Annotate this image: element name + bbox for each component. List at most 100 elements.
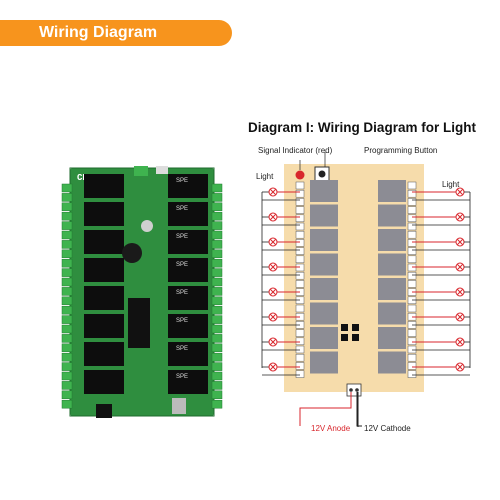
relay	[168, 258, 208, 282]
terminal-screw	[211, 277, 223, 287]
diagram-terminal	[295, 345, 305, 354]
diagram-terminal	[295, 304, 305, 313]
diagram-terminal	[407, 345, 417, 354]
terminal-screw	[211, 324, 223, 334]
terminal-screw	[211, 352, 223, 362]
terminal-screw	[61, 343, 73, 353]
terminal-screw	[61, 193, 73, 202]
relay	[84, 202, 124, 226]
terminal-screw	[211, 183, 223, 193]
diagram-relay	[310, 204, 338, 227]
terminal-screw	[61, 399, 73, 409]
signal-indicator-led	[295, 170, 305, 180]
terminal-screw	[211, 230, 223, 240]
terminal-screw	[211, 211, 223, 221]
terminal-screw	[61, 390, 73, 400]
terminal-screw	[61, 324, 73, 334]
relay-brand-label: SPE	[176, 290, 188, 296]
diagram-terminal	[295, 255, 305, 264]
terminal-screw	[61, 296, 73, 306]
diagram-terminal	[295, 230, 305, 239]
right-light-label: Light	[442, 180, 460, 189]
terminal-screw	[211, 371, 223, 381]
terminal-screw	[61, 221, 73, 230]
relay	[168, 342, 208, 366]
diagram-terminal	[407, 198, 417, 206]
relay	[168, 230, 208, 254]
relay	[84, 342, 124, 366]
terminal-screw	[61, 211, 73, 221]
left-light-label: Light	[256, 172, 274, 181]
terminal-screw	[61, 202, 73, 212]
relay	[168, 202, 208, 226]
terminal-screw	[61, 305, 73, 315]
terminal-screw	[211, 305, 223, 315]
diagram-relay	[310, 327, 338, 349]
terminal-screw	[211, 258, 223, 268]
terminal-screw	[211, 296, 223, 306]
terminal-screw	[211, 202, 223, 212]
relay-brand-label: SPE	[176, 206, 188, 212]
terminal-screw	[211, 381, 223, 390]
diagram-terminal	[295, 239, 305, 247]
diagram-relay	[378, 229, 406, 251]
relay	[168, 314, 208, 338]
diagram-terminal	[407, 181, 417, 190]
relay	[168, 174, 208, 198]
diagram-terminal	[295, 247, 305, 255]
diagram-terminal	[295, 214, 305, 223]
diagram-terminal	[295, 189, 305, 198]
programming-button-label: Programming Button	[364, 146, 438, 155]
anode-label: 12V Anode	[311, 424, 351, 433]
diagram-terminal	[407, 189, 417, 198]
diagram-terminal	[407, 280, 417, 288]
diagram-relay	[378, 351, 406, 374]
diagram-terminal	[295, 337, 305, 346]
relay	[84, 314, 124, 338]
diagram-relay	[378, 204, 406, 227]
diagram-terminal	[407, 206, 417, 214]
relay	[84, 370, 124, 394]
diagram-terminal	[407, 255, 417, 264]
terminal-screw	[61, 381, 73, 390]
relay	[168, 286, 208, 310]
relay-brand-label: SPE	[176, 178, 188, 184]
relay-brand-label: SPE	[176, 234, 188, 240]
terminal-screw	[211, 249, 223, 259]
diagram-title: Diagram I: Wiring Diagram for Light	[248, 120, 476, 135]
diagram-terminal	[407, 263, 417, 272]
terminal-screw	[61, 371, 73, 381]
diagram-relay	[378, 180, 406, 202]
signal-indicator-label: Signal Indicator (red)	[258, 146, 333, 155]
diagram-relay	[378, 327, 406, 349]
banner: Wiring Diagram	[0, 20, 232, 46]
diagram-relay	[378, 253, 406, 276]
diagram-terminal	[295, 370, 305, 378]
terminal-screw	[211, 287, 223, 296]
diagram-terminal	[407, 304, 417, 313]
terminal-screw	[211, 240, 223, 249]
terminal-screw	[211, 334, 223, 343]
terminal-screw	[61, 240, 73, 249]
diagram-terminal	[407, 329, 417, 337]
diagram-relay	[310, 351, 338, 374]
diagram-terminal	[295, 263, 305, 272]
relay	[84, 230, 124, 254]
diagram-terminal	[407, 271, 417, 280]
terminal-screw	[61, 230, 73, 240]
diagram-terminal	[407, 247, 417, 255]
diagram-terminal	[407, 214, 417, 223]
terminal-screw	[61, 352, 73, 362]
diagram-terminal	[295, 222, 305, 231]
diagram-terminal	[407, 362, 417, 370]
terminal-screw	[211, 362, 223, 371]
anode-wire	[299, 392, 352, 426]
relay	[84, 258, 124, 282]
diagram-terminal	[295, 362, 305, 370]
relay-brand-label: SPE	[176, 318, 188, 324]
diagram-relay	[310, 180, 338, 202]
diagram-terminal	[407, 337, 417, 346]
diagram-terminal	[295, 280, 305, 288]
terminal-screw	[211, 315, 223, 324]
